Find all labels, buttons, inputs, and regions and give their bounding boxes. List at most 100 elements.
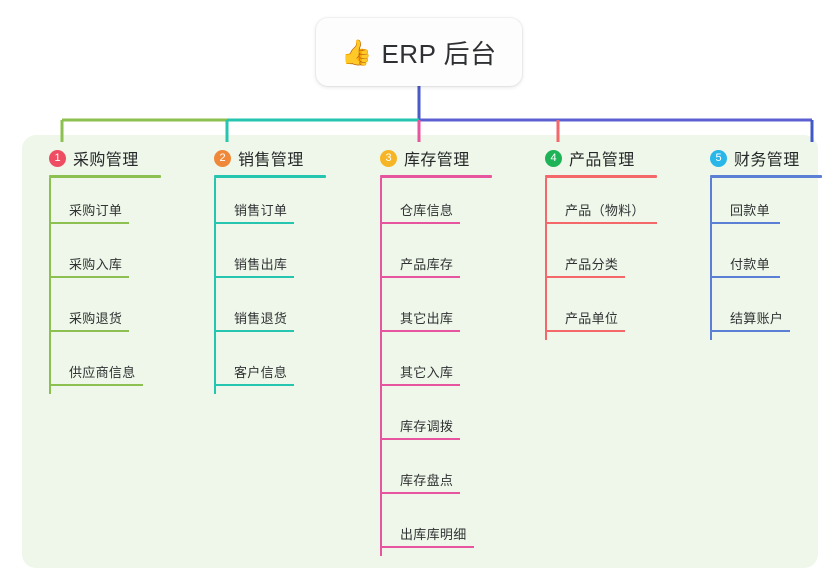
column-items-1: 采购订单采购入库采购退货供应商信息 [35, 178, 161, 394]
leaf-item-rule [710, 222, 780, 224]
column-spine-2 [214, 178, 216, 394]
leaf-item[interactable]: 库存盘点 [366, 448, 492, 502]
leaf-item[interactable]: 产品（物料） [531, 178, 657, 232]
leaf-item-label: 产品分类 [565, 257, 619, 272]
column-rule-1 [49, 175, 161, 178]
leaf-item[interactable]: 采购退货 [35, 286, 161, 340]
leaf-item[interactable]: 产品分类 [531, 232, 657, 286]
leaf-item[interactable]: 其它出库 [366, 286, 492, 340]
leaf-item-rule [380, 384, 460, 386]
column-header-5[interactable]: 5 财务管理 [696, 146, 822, 170]
column-title-4: 产品管理 [569, 152, 635, 169]
leaf-item[interactable]: 库存调拨 [366, 394, 492, 448]
column-2[interactable]: 2 销售管理销售订单销售出库销售退货客户信息 [200, 146, 326, 394]
leaf-item-label: 库存盘点 [400, 473, 454, 488]
column-4[interactable]: 4 产品管理产品（物料） 产品分类产品单位 [531, 146, 657, 340]
column-rule-5 [710, 175, 822, 178]
column-header-4[interactable]: 4 产品管理 [531, 146, 657, 170]
leaf-item[interactable]: 采购订单 [35, 178, 161, 232]
leaf-item-label: 客户信息 [234, 365, 288, 380]
column-rule-3 [380, 175, 492, 178]
leaf-item[interactable]: 回款单 [696, 178, 822, 232]
root-node[interactable]: 👍 ERP 后台 [316, 18, 522, 86]
column-title-1: 采购管理 [73, 152, 139, 169]
leaf-item[interactable]: 产品库存 [366, 232, 492, 286]
leaf-item-rule [380, 492, 460, 494]
column-header-3[interactable]: 3 库存管理 [366, 146, 492, 170]
column-title-2: 销售管理 [238, 152, 304, 169]
leaf-item-label: 产品单位 [565, 311, 619, 326]
leaf-item-rule [710, 276, 780, 278]
leaf-item-rule [214, 330, 294, 332]
leaf-item-label: 产品库存 [400, 257, 454, 272]
leaf-item-label: 采购退货 [69, 311, 123, 326]
leaf-item-label: 出库库明细 [400, 527, 467, 542]
content-panel [22, 135, 818, 568]
column-items-3: 仓库信息产品库存其它出库其它入库库存调拨库存盘点出库库明细 [366, 178, 492, 556]
leaf-item-label: 付款单 [730, 257, 770, 272]
column-spine-1 [49, 178, 51, 394]
column-items-5: 回款单付款单结算账户 [696, 178, 822, 340]
column-header-2[interactable]: 2 销售管理 [200, 146, 326, 170]
column-title-5: 财务管理 [734, 152, 800, 169]
leaf-item[interactable]: 销售退货 [200, 286, 326, 340]
leaf-item-label: 采购入库 [69, 257, 123, 272]
column-rule-4 [545, 175, 657, 178]
root-title: ERP 后台 [381, 38, 497, 69]
leaf-item[interactable]: 出库库明细 [366, 502, 492, 556]
leaf-item[interactable]: 其它入库 [366, 340, 492, 394]
leaf-item-label: 其它入库 [400, 365, 454, 380]
leaf-item[interactable]: 客户信息 [200, 340, 326, 394]
leaf-item[interactable]: 仓库信息 [366, 178, 492, 232]
leaf-item[interactable]: 产品单位 [531, 286, 657, 340]
column-title-3: 库存管理 [404, 152, 470, 169]
thumbs-up-icon: 👍 [341, 37, 373, 67]
leaf-item-label: 仓库信息 [400, 203, 454, 218]
leaf-item-label: 产品（物料） [565, 203, 645, 218]
leaf-item-rule [380, 222, 460, 224]
leaf-item[interactable]: 结算账户 [696, 286, 822, 340]
column-spine-3 [380, 178, 382, 556]
leaf-item-label: 采购订单 [69, 203, 123, 218]
column-header-1[interactable]: 1 采购管理 [35, 146, 161, 170]
leaf-item-label: 销售出库 [234, 257, 288, 272]
leaf-item-label: 销售退货 [234, 311, 288, 326]
column-1[interactable]: 1 采购管理采购订单采购入库采购退货供应商信息 [35, 146, 161, 394]
leaf-item-rule [545, 276, 625, 278]
leaf-item-rule [214, 276, 294, 278]
leaf-item-rule [214, 222, 294, 224]
column-rule-2 [214, 175, 326, 178]
leaf-item[interactable]: 销售出库 [200, 232, 326, 286]
leaf-item-rule [380, 438, 460, 440]
column-items-2: 销售订单销售出库销售退货客户信息 [200, 178, 326, 394]
leaf-item[interactable]: 采购入库 [35, 232, 161, 286]
column-badge-4: 4 [545, 149, 562, 167]
leaf-item-label: 库存调拨 [400, 419, 454, 434]
column-badge-1: 1 [49, 149, 66, 167]
leaf-item-rule [710, 330, 790, 332]
leaf-item-rule [49, 330, 129, 332]
leaf-item[interactable]: 销售订单 [200, 178, 326, 232]
leaf-item-rule [380, 546, 474, 548]
leaf-item-label: 回款单 [730, 203, 770, 218]
leaf-item-rule [380, 330, 460, 332]
column-spine-4 [545, 178, 547, 340]
leaf-item[interactable]: 供应商信息 [35, 340, 161, 394]
column-3[interactable]: 3 库存管理仓库信息产品库存其它出库其它入库库存调拨库存盘点出库库明细 [366, 146, 492, 556]
leaf-item-rule [380, 276, 460, 278]
leaf-item-label: 其它出库 [400, 311, 454, 326]
column-spine-5 [710, 178, 712, 340]
column-5[interactable]: 5 财务管理回款单付款单结算账户 [696, 146, 822, 340]
leaf-item[interactable]: 付款单 [696, 232, 822, 286]
leaf-item-rule [545, 330, 625, 332]
column-badge-3: 3 [380, 149, 397, 167]
leaf-item-label: 结算账户 [730, 311, 784, 326]
column-badge-5: 5 [710, 149, 727, 167]
leaf-item-rule [49, 222, 129, 224]
column-badge-2: 2 [214, 149, 231, 167]
leaf-item-rule [214, 384, 294, 386]
leaf-item-rule [545, 222, 657, 224]
leaf-item-rule [49, 384, 143, 386]
